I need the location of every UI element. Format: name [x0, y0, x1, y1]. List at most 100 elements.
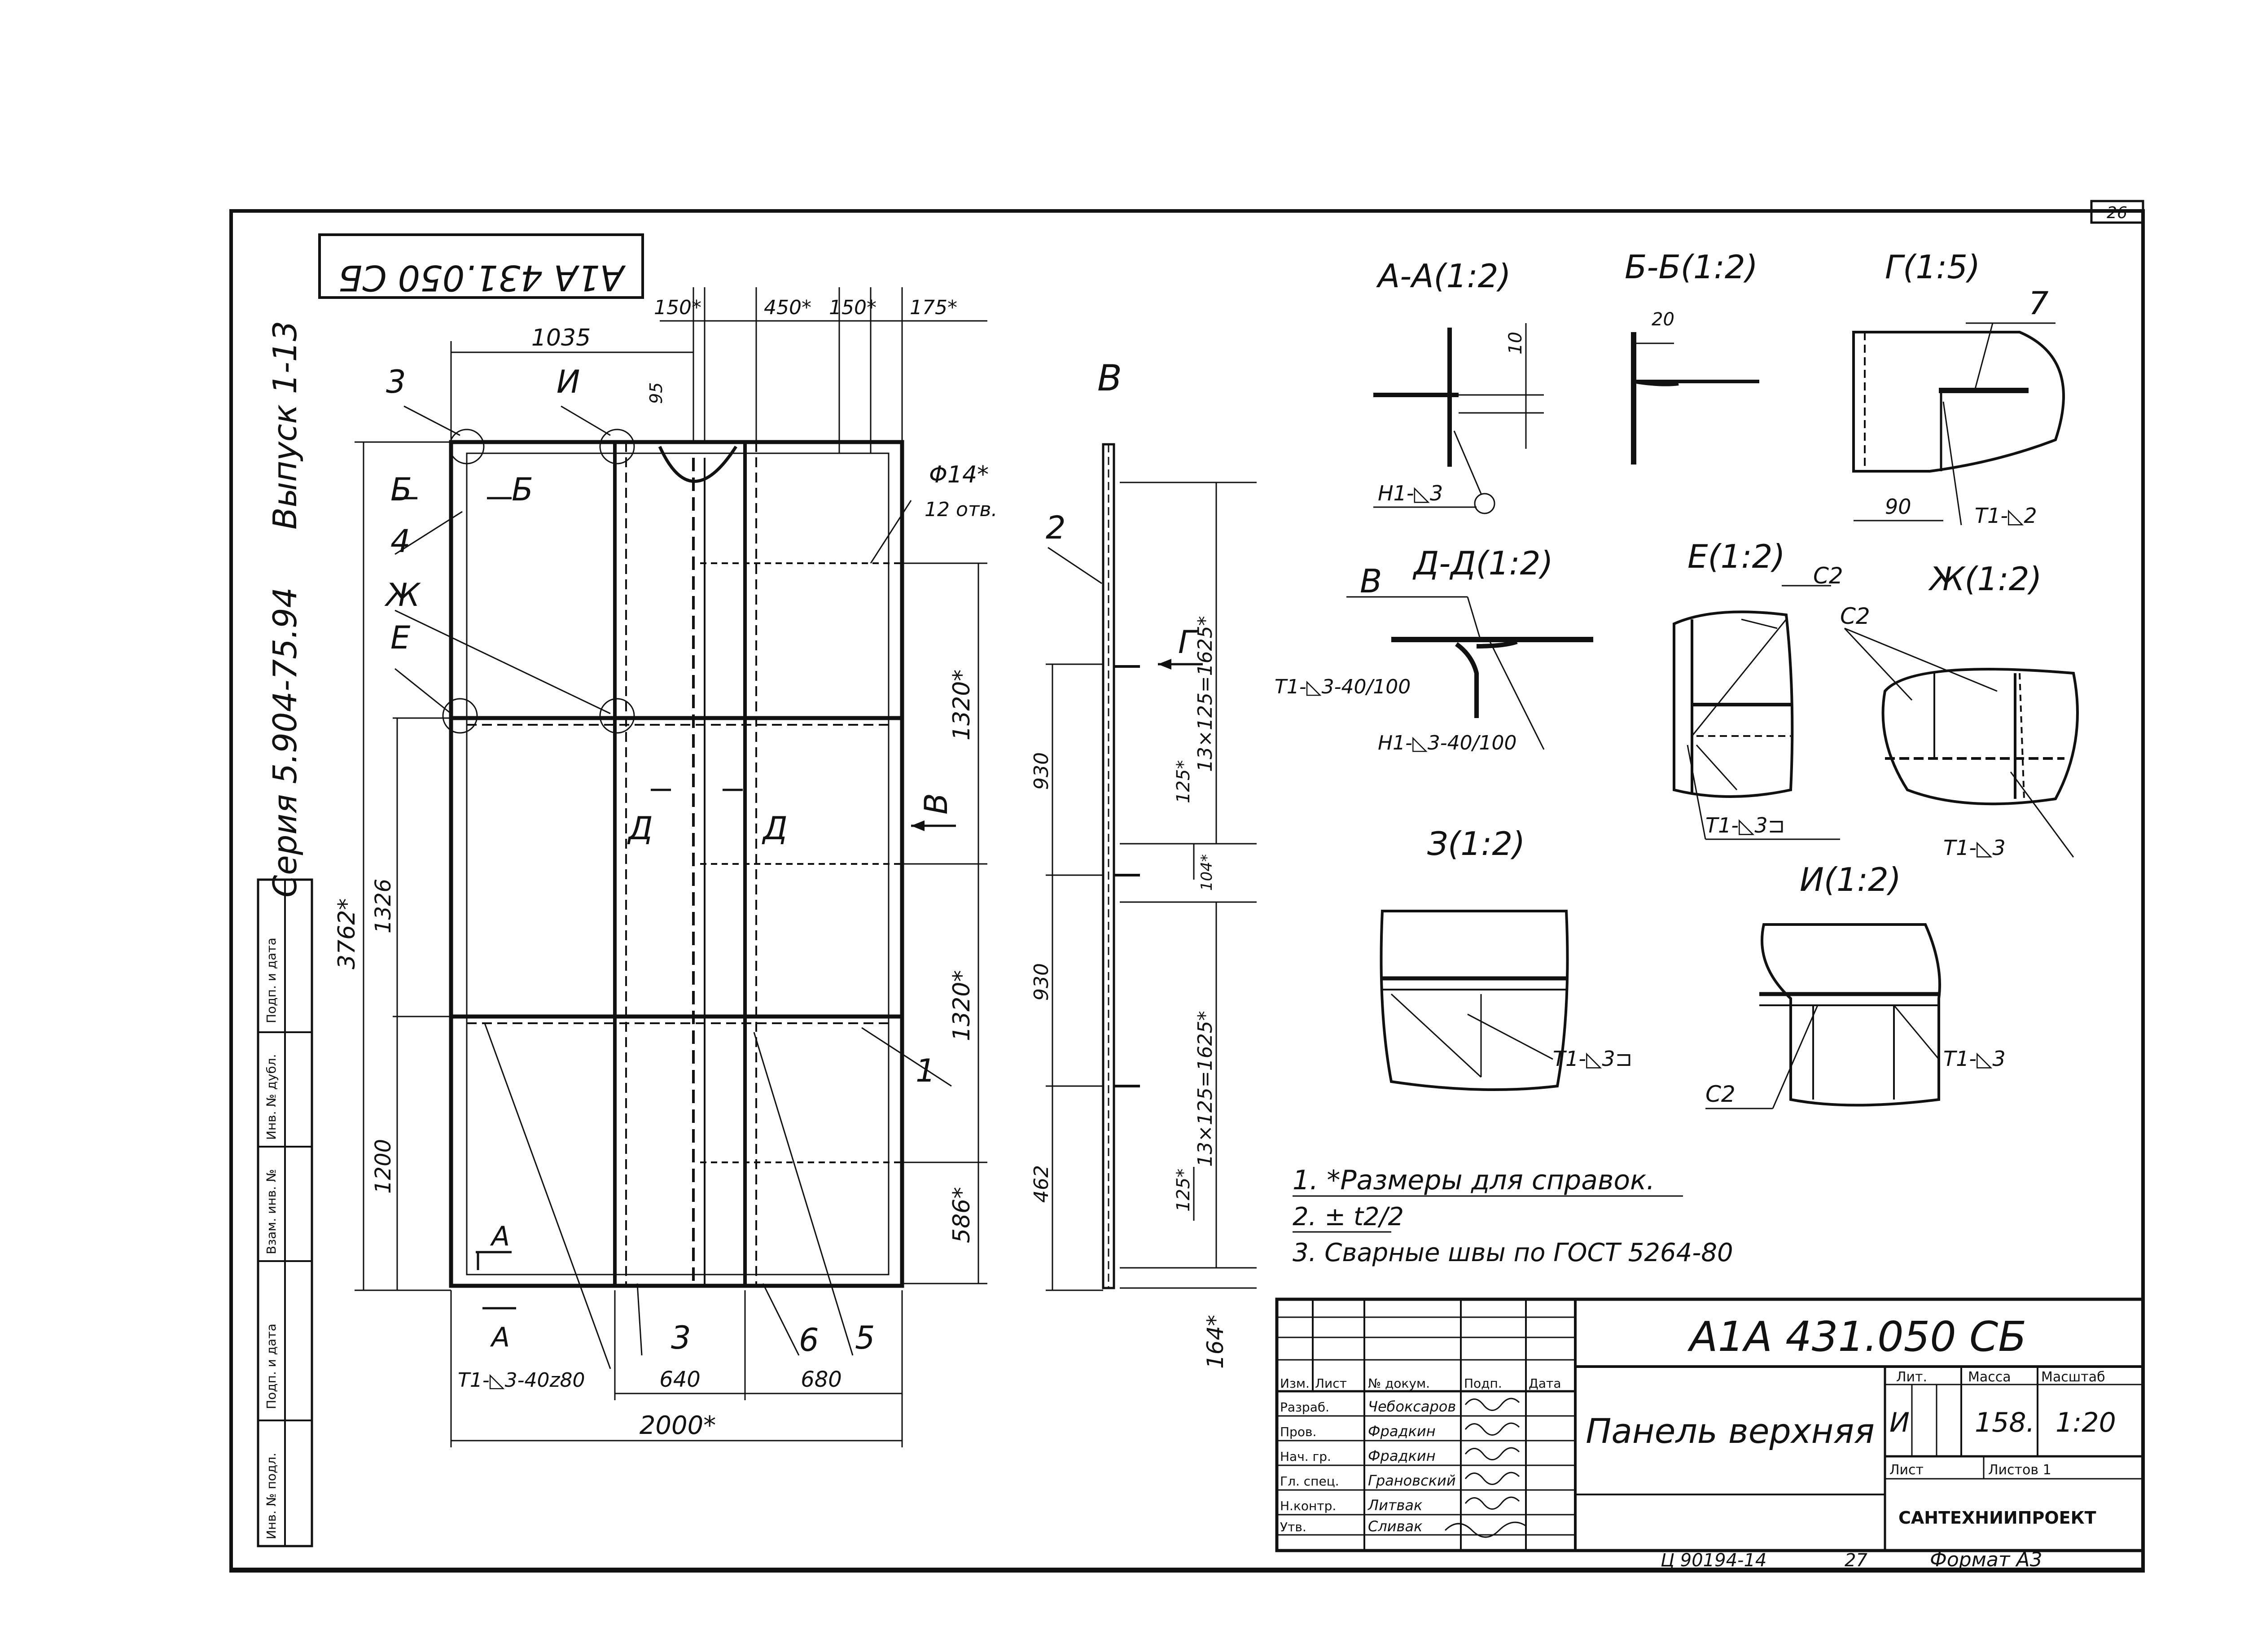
- detail-zh-weld: Т1-◺3: [1943, 836, 2006, 860]
- callout-pos-6: 6: [799, 1322, 819, 1358]
- doc-code-box: А1А 431.050 СБ: [318, 233, 644, 299]
- side-dim-125a: 125*: [1173, 760, 1194, 803]
- detail-dd: В Д-Д(1:2) Т1-◺3-40/100 Н1-◺3-40/100: [1275, 544, 1593, 754]
- detail-e-title: Е(1:2): [1687, 538, 1785, 575]
- callout-d-left: Д: [627, 810, 653, 847]
- notes: 1. *Размеры для справок. 2. ± t2/2 3. Св…: [1293, 1165, 1733, 1267]
- hdr-date: Дата: [1529, 1376, 1561, 1391]
- callout-b-right: Б: [512, 471, 533, 508]
- detail-e-c2: С2: [1813, 563, 1843, 589]
- side-dim-462: 462: [1030, 1165, 1053, 1203]
- detail-e-weld: Т1-◺3⊐: [1705, 813, 1785, 837]
- sheet-number: 26: [2107, 204, 2127, 222]
- title-doc-code: А1А 431.050 СБ: [1687, 1313, 2027, 1361]
- detail-z-weld: Т1-◺3⊐: [1553, 1047, 1632, 1071]
- detail-e: Е(1:2) С2 Т1-◺3⊐: [1673, 538, 1843, 840]
- stamp-label-3: Взам. инв. №: [264, 1169, 279, 1254]
- format-label: Формат А3: [1930, 1548, 2042, 1571]
- stamp-label-5: Инв. № подл.: [264, 1453, 279, 1539]
- detail-dd-label: В: [1360, 562, 1382, 600]
- dim-1320a: 1320*: [948, 670, 975, 741]
- detail-aa-dim: 10: [1505, 332, 1526, 355]
- detail-i-weld: Т1-◺3: [1943, 1047, 2006, 1071]
- callout-a-bottom: А: [490, 1322, 510, 1353]
- hdr-podp: Подп.: [1464, 1376, 1502, 1391]
- callout-pos-4: 4: [390, 523, 411, 560]
- role-3: Нач. гр.: [1280, 1449, 1331, 1464]
- hdr-doc: № докум.: [1368, 1376, 1430, 1391]
- dim-1320b: 1320*: [948, 970, 975, 1041]
- inv-bottom: Ц 90194-14: [1661, 1550, 1766, 1571]
- dim-450: 450*: [764, 296, 811, 319]
- note-3: 3. Сварные швы по ГОСТ 5264-80: [1293, 1238, 1733, 1267]
- name-3: Фрадкин: [1368, 1447, 1436, 1464]
- callout-d-right: Д: [762, 810, 788, 847]
- front-weld-note: Т1-◺3-40z80: [458, 1369, 585, 1392]
- dim-586: 586*: [948, 1187, 975, 1243]
- side-dim-930b: 930: [1030, 963, 1053, 1001]
- dim-150: 150*: [654, 296, 701, 319]
- dim-1200: 1200: [371, 1139, 396, 1194]
- role-1: Разраб.: [1280, 1400, 1329, 1415]
- hdr-list: Лист: [1315, 1376, 1347, 1391]
- detail-dd-weld-2: Н1-◺3-40/100: [1378, 732, 1516, 754]
- role-4: Гл. спец.: [1280, 1474, 1339, 1489]
- detail-g: Г(1:5) 7 90 Т1-◺2: [1852, 248, 2065, 528]
- issue-text: Выпуск 1-13: [266, 321, 304, 530]
- dim-175: 175*: [910, 296, 957, 319]
- detail-zh-c2: С2: [1840, 603, 1870, 629]
- sheet-label: Лист: [1889, 1462, 1924, 1478]
- callout-b-left: Б: [390, 471, 412, 508]
- detail-bb-title: Б-Б(1:2): [1625, 248, 1758, 286]
- detail-z: З(1:2) Т1-◺3⊐: [1380, 825, 1632, 1091]
- side-view-title: В: [1097, 357, 1122, 399]
- dim-1035: 1035: [531, 324, 591, 351]
- dim-2000: 2000*: [640, 1411, 716, 1440]
- sheet-frame: 26: [229, 200, 2145, 1573]
- mass-value: 158.: [1975, 1407, 2035, 1438]
- detail-dd-weld-1: Т1-◺3-40/100: [1275, 675, 1411, 698]
- doc-code-rotated: А1А 431.050 СБ: [338, 257, 626, 298]
- callout-zh: Ж: [384, 577, 421, 613]
- name-5: Литвак: [1367, 1497, 1423, 1514]
- title-name: Панель верхняя: [1586, 1411, 1875, 1451]
- callout-pos-3-top: 3: [386, 364, 406, 400]
- dim-1326: 1326: [371, 879, 396, 933]
- detail-g-weld: Т1-◺2: [1975, 504, 2037, 528]
- page-bottom: 27: [1845, 1550, 1867, 1571]
- front-view: 1035 150* 450* 150* 175* 95 3762* 1326 1…: [333, 287, 997, 1447]
- detail-z-title: З(1:2): [1427, 825, 1525, 863]
- note-2: 2. ± t2/2: [1293, 1202, 1404, 1231]
- hole-diameter: Φ14*: [929, 461, 989, 488]
- detail-zh: Ж(1:2) С2 Т1-◺3: [1840, 560, 2079, 860]
- stamp-label-4: Подп. и дата: [264, 1323, 279, 1409]
- detail-g-title: Г(1:5): [1885, 248, 1980, 286]
- lit-value: И: [1889, 1407, 1910, 1438]
- name-2: Фрадкин: [1368, 1423, 1436, 1440]
- callout-pos-5: 5: [855, 1319, 875, 1356]
- callout-pos-3-bottom: 3: [671, 1319, 691, 1356]
- detail-i-c2: С2: [1705, 1081, 1736, 1107]
- lit-label: Лит.: [1896, 1369, 1927, 1385]
- role-5: Н.контр.: [1280, 1499, 1336, 1513]
- dim-95: 95: [646, 382, 666, 404]
- scale-label: Масштаб: [2041, 1369, 2105, 1385]
- side-dim-13x125-top: 13×125=1625*: [1194, 616, 1217, 772]
- note-1: 1. *Размеры для справок.: [1293, 1165, 1655, 1196]
- detail-g-pos: 7: [2029, 285, 2049, 322]
- side-dim-164: 164*: [1202, 1315, 1228, 1369]
- detail-dd-title: Д-Д(1:2): [1412, 544, 1553, 582]
- detail-bb-dim: 20: [1652, 309, 1674, 330]
- hole-count: 12 отв.: [925, 498, 997, 521]
- stamp-label-1: Подп. и дата: [264, 938, 279, 1023]
- title-block: А1А 431.050 СБ Панель верхняя Изм. Лист …: [1275, 1297, 2145, 1571]
- series-text: Серия 5.904-75.94: [266, 587, 304, 898]
- detail-aa-weld: Н1-◺3: [1378, 481, 1443, 505]
- name-1: Чебоксаров: [1368, 1398, 1456, 1415]
- dim-640: 640: [659, 1367, 701, 1392]
- side-dim-930a: 930: [1030, 752, 1053, 790]
- detail-bb: Б-Б(1:2) 20: [1625, 248, 1759, 464]
- side-dim-13x125-bottom: 13×125=1625*: [1194, 1011, 1217, 1167]
- detail-aa-title: А-А(1:2): [1376, 257, 1511, 295]
